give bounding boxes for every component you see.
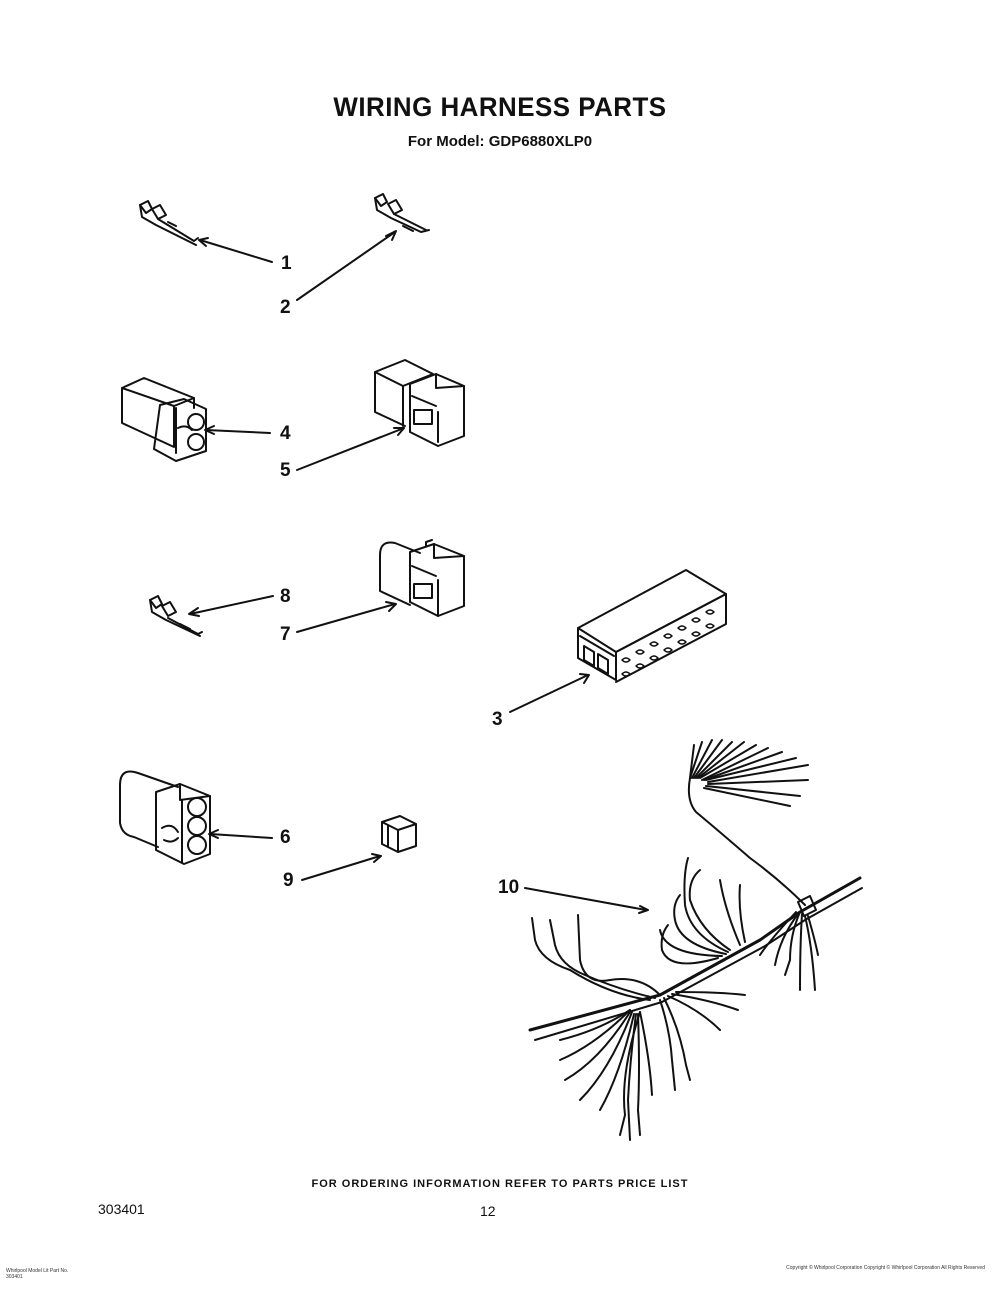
leader-8 — [189, 595, 274, 615]
part-6-connector — [119, 770, 211, 865]
part-5-connector — [374, 359, 465, 447]
part-2-terminal — [374, 193, 430, 233]
part-10-wiring-harness — [528, 739, 863, 1141]
callout-7: 7 — [280, 624, 291, 645]
callout-1: 1 — [281, 253, 292, 274]
leader-arrowheads — [188, 230, 590, 863]
leader-3 — [509, 674, 589, 713]
callout-4: 4 — [280, 423, 291, 444]
leader-7 — [296, 603, 396, 633]
leader-2 — [296, 231, 396, 301]
leader-1 — [199, 239, 273, 263]
callout-6: 6 — [280, 827, 291, 848]
model-subtitle: For Model: GDP6880XLP0 — [0, 133, 1000, 150]
part-8-terminal — [149, 595, 203, 637]
callout-8: 8 — [280, 586, 291, 607]
leader-9 — [301, 855, 381, 881]
page-number: 12 — [480, 1203, 496, 1219]
document-number: 303401 — [98, 1201, 145, 1217]
leader-6 — [209, 833, 273, 839]
callout-5: 5 — [280, 460, 291, 481]
part-1-terminal — [139, 200, 199, 246]
page-title: WIRING HARNESS PARTS — [333, 92, 667, 122]
leader-10 — [524, 887, 647, 911]
leader-5 — [296, 427, 405, 471]
model-label: For Model: — [407, 133, 485, 150]
callout-9: 9 — [283, 870, 294, 891]
fine-print-left: Whirlpool Model Lit Part No. 303401 — [6, 1268, 69, 1280]
part-4-connector — [121, 377, 207, 462]
part-7-connector — [379, 539, 465, 617]
part-9-clip — [381, 815, 417, 853]
callout-2: 2 — [280, 297, 291, 318]
part-3-block-connector — [577, 569, 727, 683]
callout-10: 10 — [498, 877, 520, 898]
ordering-note: FOR ORDERING INFORMATION REFER TO PARTS … — [311, 1178, 689, 1190]
leader-10-arrowhead — [638, 905, 649, 914]
model-number: GDP6880XLP0 — [488, 133, 593, 150]
callout-3: 3 — [492, 709, 503, 730]
fine-print-right: Copyright © Whirlpool Corporation Copyri… — [786, 1265, 985, 1271]
leader-4 — [205, 429, 271, 434]
